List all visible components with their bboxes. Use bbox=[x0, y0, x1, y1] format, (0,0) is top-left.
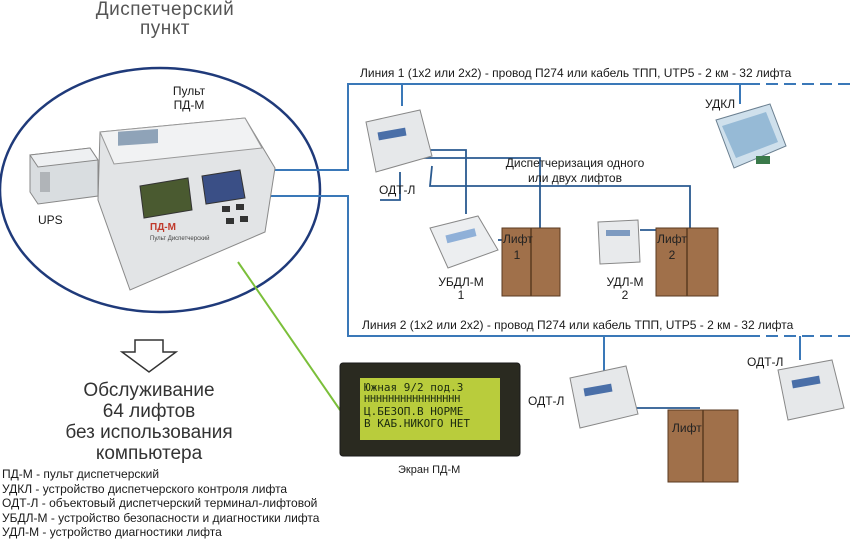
lift1-label-text: Лифт bbox=[503, 232, 533, 246]
lcd-line-4: В КАБ.НИКОГО НЕТ bbox=[364, 417, 470, 430]
lift-1-doors bbox=[501, 227, 561, 297]
legend-item: УДЛ-М - устройство диагностики лифта bbox=[2, 525, 222, 539]
console-label: Пульт ПД-М bbox=[164, 84, 214, 112]
down-arrow-icon bbox=[119, 339, 179, 373]
udkl-label: УДКЛ bbox=[705, 97, 736, 111]
odtl-right-device bbox=[777, 359, 845, 421]
line1-wire bbox=[262, 83, 850, 171]
legend: ПД-М - пульт диспетчерский УДКЛ - устрой… bbox=[2, 467, 319, 540]
udkl-device bbox=[715, 103, 787, 169]
lift-3-doors bbox=[667, 409, 739, 483]
page-title: Диспетчерский пункт bbox=[60, 0, 270, 38]
udlm-device bbox=[597, 219, 641, 265]
dispatch-point-ellipse bbox=[0, 66, 322, 314]
lcd-line-1: Южная 9/2 под.3 bbox=[364, 381, 464, 394]
ups-label: UPS bbox=[38, 213, 63, 227]
odtl-mid-label: ОДТ-Л bbox=[528, 394, 565, 408]
title-line1: Диспетчерский bbox=[95, 0, 235, 20]
lcd-line-3: Ц.БЕЗОП.В НОРМЕ bbox=[364, 405, 464, 418]
legend-item: УБДЛ-М - устройство безопасности и диагн… bbox=[2, 510, 320, 525]
lift2-label-num: 2 bbox=[668, 248, 676, 262]
service-line2: 64 лифтов bbox=[102, 401, 196, 422]
console-device bbox=[97, 117, 276, 291]
console-brand: ПД-М bbox=[150, 222, 176, 233]
ubdlm-device bbox=[429, 215, 499, 269]
screen-link-wire bbox=[237, 261, 341, 411]
lift-2-doors bbox=[655, 227, 719, 297]
dispatch-label: Диспетчеризация одного или двух лифтов bbox=[490, 156, 660, 186]
line2-label: Линия 2 (1х2 или 2х2) - провод П274 или … bbox=[362, 318, 794, 332]
lcd-line-2: НННННННННННННННН bbox=[364, 394, 461, 405]
title-line2: пункт bbox=[139, 18, 190, 39]
lift-connection-wires bbox=[380, 149, 700, 409]
service-line4: компьютера bbox=[95, 443, 203, 464]
udlm-label-line1: УДЛ-М bbox=[606, 275, 644, 289]
service-line1: Обслуживание bbox=[83, 380, 215, 401]
console-label-line1: Пульт bbox=[172, 84, 206, 98]
odtl-mid-device bbox=[569, 365, 639, 429]
lift1-label-num: 1 bbox=[513, 248, 521, 262]
ubdlm-label-line2: 1 bbox=[457, 288, 465, 302]
lift3-label: Лифт bbox=[672, 421, 702, 435]
legend-item: ПД-М - пульт диспетчерский bbox=[2, 467, 160, 481]
lift1-label: Лифт 1 bbox=[503, 232, 533, 262]
legend-item: УДКЛ - устройство диспетчерского контрол… bbox=[2, 481, 288, 496]
ubdlm-label-line1: УБДЛ-М bbox=[438, 275, 484, 289]
service-line3: без использования bbox=[65, 422, 233, 443]
odtl-top-label: ОДТ-Л bbox=[379, 183, 416, 197]
lcd-screen-text: Южная 9/2 под.3 НННННННННННННННН Ц.БЕЗОП… bbox=[364, 382, 470, 430]
odtl-top-device bbox=[365, 109, 433, 173]
line2-wire bbox=[262, 195, 850, 372]
dispatch-label-line2: или двух лифтов bbox=[528, 171, 622, 185]
udlm-label-line2: 2 bbox=[621, 288, 629, 302]
lcd-panel bbox=[360, 378, 500, 440]
odtl-right-label: ОДТ-Л bbox=[747, 355, 784, 369]
line1-label: Линия 1 (1х2 или 2х2) - провод П274 или … bbox=[360, 66, 792, 80]
legend-item: ОДТ-Л - объектовый диспетчерский термина… bbox=[2, 496, 318, 510]
ups-device bbox=[29, 147, 99, 205]
lift2-label: Лифт 2 bbox=[657, 232, 687, 262]
udlm-label: УДЛ-М 2 bbox=[600, 276, 650, 302]
lift2-label-text: Лифт bbox=[657, 232, 687, 246]
screen-caption: Экран ПД-М bbox=[398, 464, 461, 476]
ubdlm-label: УБДЛ-М 1 bbox=[436, 276, 486, 302]
dispatch-label-line1: Диспетчеризация одного bbox=[505, 156, 645, 170]
service-text: Обслуживание 64 лифтов без использования… bbox=[40, 380, 258, 464]
console-caption: Пульт Диспетчерский bbox=[150, 236, 210, 242]
console-label-line2: ПД-М bbox=[173, 98, 205, 112]
